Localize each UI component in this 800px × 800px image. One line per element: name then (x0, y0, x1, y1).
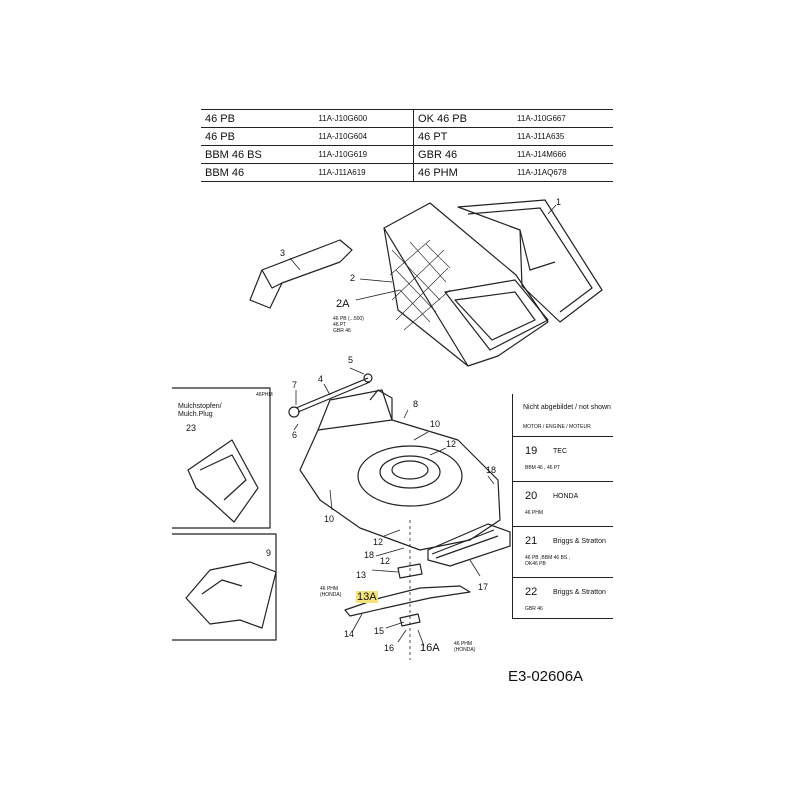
callout-8: 8 (413, 399, 419, 409)
model-name: 46 PB (201, 127, 315, 146)
blade (344, 585, 471, 617)
callout-13: 13 (356, 570, 367, 580)
top-cover (249, 239, 353, 309)
note-13a: 46 PHM (HONDA) (320, 586, 342, 598)
engine-row: 19 TEC BBM 46 , 46 PT (513, 437, 613, 482)
model-code: 11A-J11A619 (314, 163, 414, 182)
model-code: 11A-J11A635 (513, 127, 613, 146)
axle (295, 377, 369, 409)
model-name: OK 46 PB (413, 109, 514, 128)
engine-brand: Briggs & Stratton (553, 538, 606, 545)
not-shown-table: Nicht abgebildet / not shown MOTOR / ENG… (512, 394, 613, 619)
model-code: 11A-J14M666 (513, 145, 613, 164)
document-id: E3-02606A (508, 668, 584, 685)
inset-frame-9 (172, 533, 277, 641)
engine-models: 46 PB ,BBM 46 BS , OK46 PB (525, 555, 571, 567)
callout-4: 4 (318, 374, 324, 384)
blade-adapter (397, 563, 423, 579)
model-name: BBM 46 (201, 163, 315, 182)
model-name: GBR 46 (413, 145, 514, 164)
mulch-plug-label: Mulchstopfen/ Mulch.Plug (178, 403, 222, 418)
engine-models: 46 PHM (525, 510, 544, 516)
engine-subheader: MOTOR / ENGINE / MOTEUR (523, 424, 591, 430)
grass-bag (383, 202, 549, 367)
engine-row-number: 20 (525, 490, 538, 502)
engine-row-number: 19 (525, 445, 538, 457)
callout-2: 2 (350, 273, 356, 283)
mower-deck (299, 419, 501, 551)
engine-row-number: 21 (525, 535, 538, 547)
inset-model-label: 46PHM (256, 392, 273, 398)
engine-brand: HONDA (553, 493, 579, 500)
engine-brand: TEC (553, 448, 567, 455)
model-code: 11A-J10G619 (314, 145, 414, 164)
callout-12a: 12 (446, 439, 457, 449)
rear-chute (427, 523, 511, 567)
model-code: 11A-J10G604 (314, 127, 414, 146)
callout-23: 23 (186, 423, 197, 433)
model-code: 11A-J10G600 (314, 109, 414, 128)
callout-12b: 12 (373, 537, 384, 547)
callout-17: 17 (478, 582, 489, 592)
callout-6: 6 (292, 430, 298, 440)
callout-13a: 13A (356, 591, 378, 603)
callout-12c: 12 (380, 556, 391, 566)
callout-18b: 18 (364, 550, 375, 560)
engine-brand: Briggs & Stratton (553, 589, 606, 596)
model-name: 46 PHM (413, 163, 514, 182)
callout-3: 3 (280, 248, 286, 258)
engine-row: 21 Briggs & Stratton 46 PB ,BBM 46 BS , OK… (513, 527, 613, 578)
callout-18a: 18 (486, 465, 497, 475)
model-name: BBM 46 BS (201, 145, 315, 164)
callout-16: 16 (384, 643, 395, 653)
callout-15: 15 (374, 626, 385, 636)
callout-10a: 10 (430, 419, 441, 429)
engine-row: 20 HONDA 46 PHM (513, 482, 613, 527)
callout-10b: 10 (324, 514, 335, 524)
part-9 (185, 561, 277, 629)
engine-models: BBM 46 , 46 PT (525, 465, 561, 471)
callout-2a: 2A (336, 298, 350, 310)
model-name: 46 PT (413, 127, 514, 146)
model-name: 46 PB (201, 109, 315, 128)
model-code: 11A-J1AQ678 (513, 163, 613, 182)
callout-9: 9 (266, 548, 272, 558)
not-shown-header: Nicht abgebildet / not shown MOTOR / ENG… (513, 394, 613, 437)
mulch-plug (187, 439, 259, 523)
callout-5: 5 (348, 355, 354, 365)
callout-7: 7 (292, 380, 298, 390)
bag-frame (457, 199, 603, 323)
not-shown-title: Nicht abgebildet / not shown (523, 404, 611, 411)
inset-frame (172, 387, 271, 529)
engine-models: GBR 46 (525, 606, 543, 612)
engine-row-number: 22 (525, 586, 538, 598)
note-16a: 46 PHM (HONDA) (454, 641, 476, 653)
note-2a: 46 PB (...500) 46 PT GBR 46 (333, 316, 364, 334)
callout-14: 14 (344, 629, 355, 639)
callout-16a: 16A (420, 642, 440, 654)
model-code: 11A-J10G667 (513, 109, 613, 128)
callout-1: 1 (556, 197, 562, 207)
